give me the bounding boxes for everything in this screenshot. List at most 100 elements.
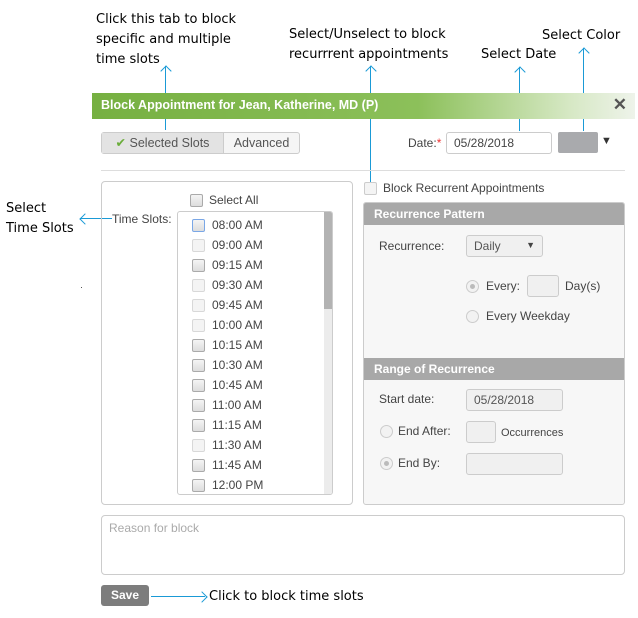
- block-recurrent-checkbox[interactable]: [364, 182, 377, 195]
- annotation-arrow: [583, 48, 584, 131]
- time-slot-item[interactable]: 12:00 PM: [192, 475, 322, 494]
- days-label: Day(s): [565, 279, 601, 293]
- time-slot-checkbox[interactable]: [192, 459, 205, 472]
- time-slot-label: 09:45 AM: [212, 298, 263, 312]
- tab-hint-annotation: Click this tab to block specific and mul…: [96, 12, 237, 67]
- time-slot-item[interactable]: 09:15 AM: [192, 255, 322, 275]
- time-slot-checkbox[interactable]: [192, 259, 205, 272]
- slots-hint-annotation: Select Time Slots: [6, 201, 74, 236]
- time-slot-label: 11:45 AM: [212, 458, 262, 472]
- time-slot-label: 11:00 AM: [212, 398, 262, 412]
- time-slot-checkbox[interactable]: [192, 419, 205, 432]
- every-days-input[interactable]: [527, 275, 559, 297]
- dropdown-arrow-icon[interactable]: ▼: [601, 135, 612, 147]
- time-slot-item[interactable]: 11:00 AM: [192, 395, 322, 415]
- end-after-radio[interactable]: [380, 425, 393, 438]
- tab-advanced[interactable]: Advanced: [233, 136, 290, 150]
- time-slot-checkbox: [192, 319, 205, 332]
- time-slot-item[interactable]: 09:30 AM: [192, 275, 322, 295]
- mode-tabs: ✔ Selected Slots Advanced: [101, 132, 300, 154]
- time-slot-label: 09:00 AM: [212, 238, 263, 252]
- save-hint-annotation: Click to block time slots: [209, 589, 364, 604]
- select-all-checkbox[interactable]: [190, 194, 203, 207]
- time-slot-item[interactable]: 10:45 AM: [192, 375, 322, 395]
- time-slot-item[interactable]: 09:00 AM: [192, 235, 322, 255]
- date-hint-annotation: Select Date: [481, 47, 557, 62]
- save-button[interactable]: Save: [101, 585, 149, 606]
- tab-selected-slots[interactable]: ✔ Selected Slots: [102, 133, 224, 153]
- time-slot-label: 10:30 AM: [212, 358, 263, 372]
- time-slot-label: 10:00 AM: [212, 318, 263, 332]
- time-slot-label: 11:15 AM: [212, 418, 262, 432]
- color-hint-annotation: Select Color: [542, 28, 621, 43]
- time-slot-label: 09:30 AM: [212, 278, 263, 292]
- time-slot-checkbox[interactable]: [192, 339, 205, 352]
- time-slot-item[interactable]: 10:30 AM: [192, 355, 322, 375]
- recurrent-hint-annotation: Select/Unselect to block recurrrent appo…: [289, 27, 449, 62]
- recurrence-label: Recurrence:: [379, 239, 445, 253]
- scrollbar-thumb[interactable]: [324, 212, 332, 309]
- range-header: Range of Recurrence: [364, 358, 624, 380]
- time-slot-checkbox: [192, 279, 205, 292]
- end-by-radio[interactable]: [380, 457, 393, 470]
- time-slot-checkbox: [192, 239, 205, 252]
- scrollbar[interactable]: [324, 212, 332, 494]
- every-label: Every:: [486, 279, 521, 293]
- end-after-input[interactable]: [466, 421, 496, 443]
- time-slot-item[interactable]: 08:00 AM: [192, 215, 322, 235]
- time-slot-label: 10:15 AM: [212, 338, 263, 352]
- arrowhead: [79, 213, 91, 225]
- date-label: Date:*: [408, 136, 442, 150]
- block-recurrent-label: Block Recurrent Appointments: [383, 181, 545, 195]
- time-slot-checkbox[interactable]: [192, 219, 205, 232]
- time-slot-label: 10:45 AM: [212, 378, 263, 392]
- arrowhead: [578, 47, 590, 59]
- end-after-label: End After:: [398, 424, 451, 438]
- end-by-input[interactable]: [466, 453, 563, 475]
- time-slot-label: 11:30 AM: [212, 438, 262, 452]
- occurrences-label: Occurrences: [501, 427, 564, 439]
- time-slots-label: Time Slots:: [112, 212, 172, 226]
- time-slot-checkbox: [192, 439, 205, 452]
- time-slot-label: 09:15 AM: [212, 258, 263, 272]
- arrowhead: [365, 65, 377, 77]
- time-slot-item[interactable]: 09:45 AM: [192, 295, 322, 315]
- annotation-arrow: [80, 218, 112, 219]
- close-x-icon[interactable]: ✕: [612, 95, 627, 114]
- time-slot-item[interactable]: 11:15 AM: [192, 415, 322, 435]
- time-slot-item[interactable]: 11:45 AM: [192, 455, 322, 475]
- dialog-header: Block Appointment for Jean, Katherine, M…: [92, 93, 635, 119]
- every-radio[interactable]: [466, 280, 479, 293]
- time-slots-list: 08:00 AM 09:00 AM 09:15 AM 09:30 AM 09:45 AM…: [177, 211, 333, 495]
- every-weekday-label: Every Weekday: [486, 309, 570, 323]
- every-weekday-radio[interactable]: [466, 310, 479, 323]
- time-slot-label: 12:00 PM: [212, 478, 264, 492]
- annotation-arrow: [151, 596, 205, 597]
- start-date-label: Start date:: [379, 392, 435, 406]
- chevron-down-icon: ▼: [526, 240, 535, 250]
- time-slot-checkbox[interactable]: [192, 479, 205, 492]
- stray-dot: [81, 287, 82, 288]
- dialog-title: Block Appointment for Jean, Katherine, M…: [101, 98, 379, 112]
- time-slot-checkbox[interactable]: [192, 359, 205, 372]
- recurrence-pattern-header: Recurrence Pattern: [364, 203, 624, 225]
- check-icon: ✔: [115, 136, 127, 150]
- color-swatch[interactable]: [558, 132, 598, 153]
- arrowhead: [196, 591, 208, 603]
- select-all-label: Select All: [209, 193, 259, 207]
- time-slot-item[interactable]: 10:15 AM: [192, 335, 322, 355]
- time-slot-checkbox[interactable]: [192, 379, 205, 392]
- time-slot-item[interactable]: 11:30 AM: [192, 435, 322, 455]
- start-date-input[interactable]: 05/28/2018: [466, 389, 563, 411]
- time-slot-label: 08:00 AM: [212, 218, 263, 232]
- annotation-arrow: [370, 66, 371, 184]
- tab-label: Selected Slots: [129, 136, 210, 150]
- reason-textarea[interactable]: Reason for block: [101, 515, 625, 575]
- recurrence-select[interactable]: Daily▼: [466, 235, 543, 257]
- time-slot-checkbox[interactable]: [192, 399, 205, 412]
- end-by-label: End By:: [398, 456, 441, 470]
- divider: [101, 170, 625, 171]
- time-slot-item[interactable]: 10:00 AM: [192, 315, 322, 335]
- date-input[interactable]: 05/28/2018: [446, 132, 552, 154]
